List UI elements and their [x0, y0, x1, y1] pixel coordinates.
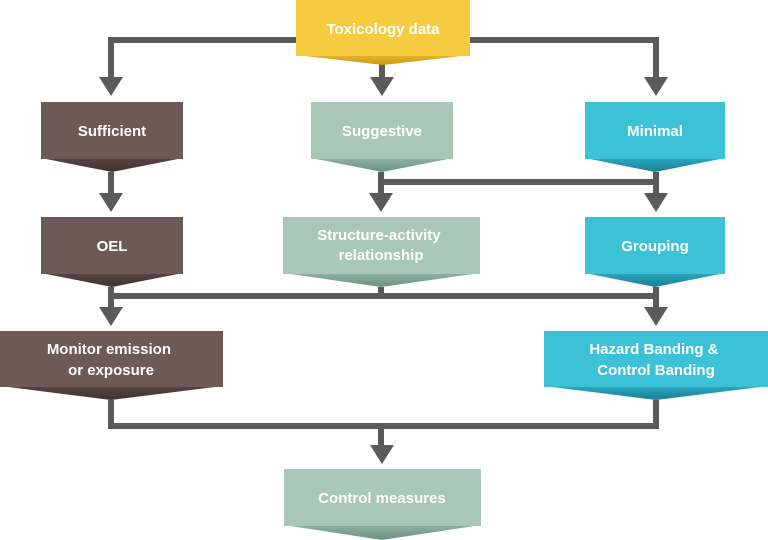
node-control-label: Control measures	[318, 490, 446, 507]
arrowhead-to-minimal	[644, 77, 668, 96]
node-hazard-banding: Hazard Banding & Control Banding	[544, 331, 768, 400]
node-suggestive: Suggestive	[311, 102, 453, 172]
node-oel-box	[41, 217, 183, 274]
arrowhead-to-grouping	[644, 193, 668, 212]
node-oel-shade	[41, 273, 183, 287]
arrowhead-to-control	[370, 445, 394, 464]
node-monitor-box	[0, 331, 223, 387]
node-minimal-box	[585, 102, 725, 159]
node-monitor-label: Monitor emission or exposure	[47, 341, 175, 379]
node-control-shade	[284, 525, 481, 540]
node-grouping: Grouping	[585, 217, 725, 287]
node-toxicology-data: Toxicology data	[296, 0, 470, 65]
node-minimal: Minimal	[585, 102, 725, 172]
node-grouping-box	[585, 217, 725, 274]
node-suggestive-shade	[311, 158, 453, 172]
node-hazard-box	[544, 331, 768, 387]
arrowheads	[99, 77, 668, 464]
node-suggestive-label: Suggestive	[342, 123, 422, 140]
node-toxicology-data-shade	[296, 55, 470, 65]
arrowhead-to-suggestive	[370, 77, 394, 96]
node-structure-activity-relationship: Structure-activity relationship	[283, 217, 480, 287]
node-sufficient-label: Sufficient	[78, 123, 146, 140]
node-sar-label: Structure-activity relationship	[317, 227, 445, 264]
node-control-box	[284, 469, 481, 526]
node-sufficient: Sufficient	[41, 102, 183, 172]
arrowhead-to-monitor	[99, 307, 123, 326]
node-monitor-emission: Monitor emission or exposure	[0, 331, 223, 400]
node-monitor-shade	[0, 386, 223, 400]
node-minimal-shade	[585, 158, 725, 172]
arrowhead-to-oel	[99, 193, 123, 212]
connector-middle-bus	[108, 287, 659, 310]
node-control-measures: Control measures	[284, 469, 481, 540]
arrowhead-to-sufficient	[99, 77, 123, 96]
node-sar-shade	[283, 273, 480, 287]
arrowhead-to-hazard	[644, 307, 668, 326]
node-suggestive-box	[311, 102, 453, 159]
node-sufficient-shade	[41, 158, 183, 172]
node-sufficient-box	[41, 102, 183, 159]
connector-bottom-bus	[108, 400, 659, 448]
node-toxicology-data-label: Toxicology data	[326, 21, 440, 38]
arrowhead-to-sar	[369, 193, 393, 212]
node-hazard-shade	[544, 386, 768, 400]
node-toxicology-data-box	[296, 0, 470, 56]
node-oel-label: OEL	[97, 238, 128, 255]
node-oel: OEL	[41, 217, 183, 287]
node-grouping-label: Grouping	[621, 238, 689, 255]
node-minimal-label: Minimal	[627, 123, 683, 140]
node-grouping-shade	[585, 273, 725, 287]
node-hazard-label: Hazard Banding & Control Banding	[589, 341, 722, 379]
node-sar-box	[283, 217, 480, 274]
